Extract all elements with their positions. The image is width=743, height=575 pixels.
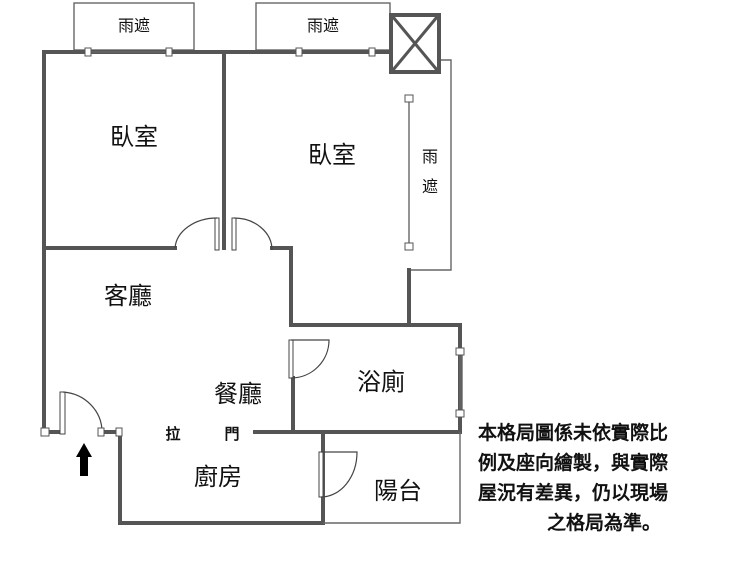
window-post xyxy=(84,47,92,57)
label-canopy-top-right: 雨遮 xyxy=(307,16,339,35)
door-bedroom-left xyxy=(174,217,220,251)
label-sliding-door-right: 門 xyxy=(224,425,239,443)
door-bedroom-right xyxy=(231,217,273,251)
window-post xyxy=(455,347,465,356)
door-post xyxy=(40,427,50,437)
wall-balcony xyxy=(323,432,461,524)
window-post xyxy=(295,47,303,57)
note-line: 本格局圖係未依實際比 xyxy=(478,422,669,444)
window-post xyxy=(165,47,173,57)
outer-wall xyxy=(42,50,392,434)
label-canopy-top-left: 雨遮 xyxy=(118,16,150,35)
up-arrow-icon xyxy=(76,443,92,476)
window-post xyxy=(404,242,414,251)
label-bathroom: 浴廁 xyxy=(357,368,405,396)
note-line: 之格局為準。 xyxy=(546,512,661,534)
window-post xyxy=(455,409,465,418)
label-sliding-door-left: 拉 xyxy=(165,425,180,443)
window-post xyxy=(404,94,414,103)
door-entrance xyxy=(59,391,103,435)
label-canopy-side-2: 遮 xyxy=(422,177,438,196)
window-post xyxy=(368,47,376,57)
note-line: 屋況有差異，仍以現場 xyxy=(478,482,669,504)
label-balcony: 陽台 xyxy=(374,477,422,505)
note-line: 例及座向繪製，與實際 xyxy=(478,452,669,474)
disclaimer-note: 本格局圖係未依實際比 例及座向繪製，與實際 屋況有差異，仍以現場 之格局為準。 xyxy=(478,418,730,538)
door-post xyxy=(97,427,105,437)
label-dining-room: 餐廳 xyxy=(214,380,262,408)
door-bathroom xyxy=(288,339,330,379)
label-bedroom-right: 臥室 xyxy=(308,141,356,169)
door-balcony xyxy=(318,451,358,498)
label-bedroom-left: 臥室 xyxy=(110,123,158,151)
label-kitchen: 廚房 xyxy=(194,463,242,491)
label-canopy-side-1: 雨 xyxy=(422,147,438,166)
label-living-room: 客廳 xyxy=(104,282,152,310)
door-post xyxy=(115,427,123,437)
crossed-box-icon xyxy=(389,13,441,74)
canopy-side-outline xyxy=(411,59,452,271)
